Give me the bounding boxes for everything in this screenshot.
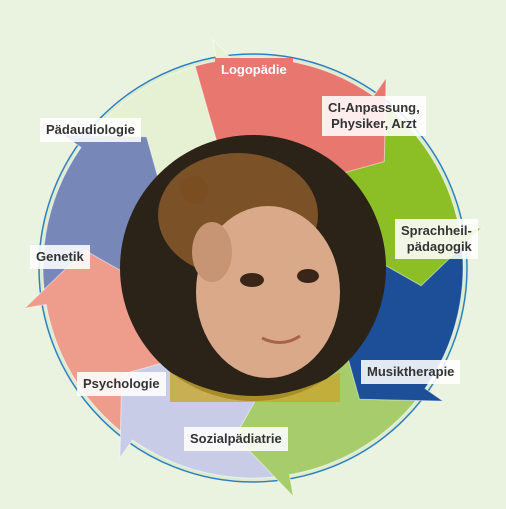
label-line: CI-Anpassung, [328, 100, 420, 116]
label-ci-anpassung: CI-Anpassung,Physiker, Arzt [322, 96, 426, 136]
label-genetik: Genetik [30, 245, 90, 269]
label-paedaudiologie: Pädaudiologie [40, 118, 141, 142]
label-line: Sozialpädiatrie [190, 431, 282, 447]
label-logopaedie: Logopädie [215, 58, 293, 82]
label-line: Physiker, Arzt [328, 116, 420, 132]
label-line: Sprachheil- [401, 223, 472, 239]
label-line: Genetik [36, 249, 84, 265]
label-sozialpaediatrie: Sozialpädiatrie [184, 427, 288, 451]
label-musiktherapie: Musiktherapie [361, 360, 460, 384]
label-line: Pädaudiologie [46, 122, 135, 138]
label-line: Logopädie [221, 62, 287, 78]
label-line: Musiktherapie [367, 364, 454, 380]
child-photo [120, 135, 386, 402]
label-psychologie: Psychologie [77, 372, 166, 396]
label-sprachheilpaedagogik: Sprachheil-pädagogik [395, 219, 478, 259]
label-line: Psychologie [83, 376, 160, 392]
label-line: pädagogik [401, 239, 472, 255]
